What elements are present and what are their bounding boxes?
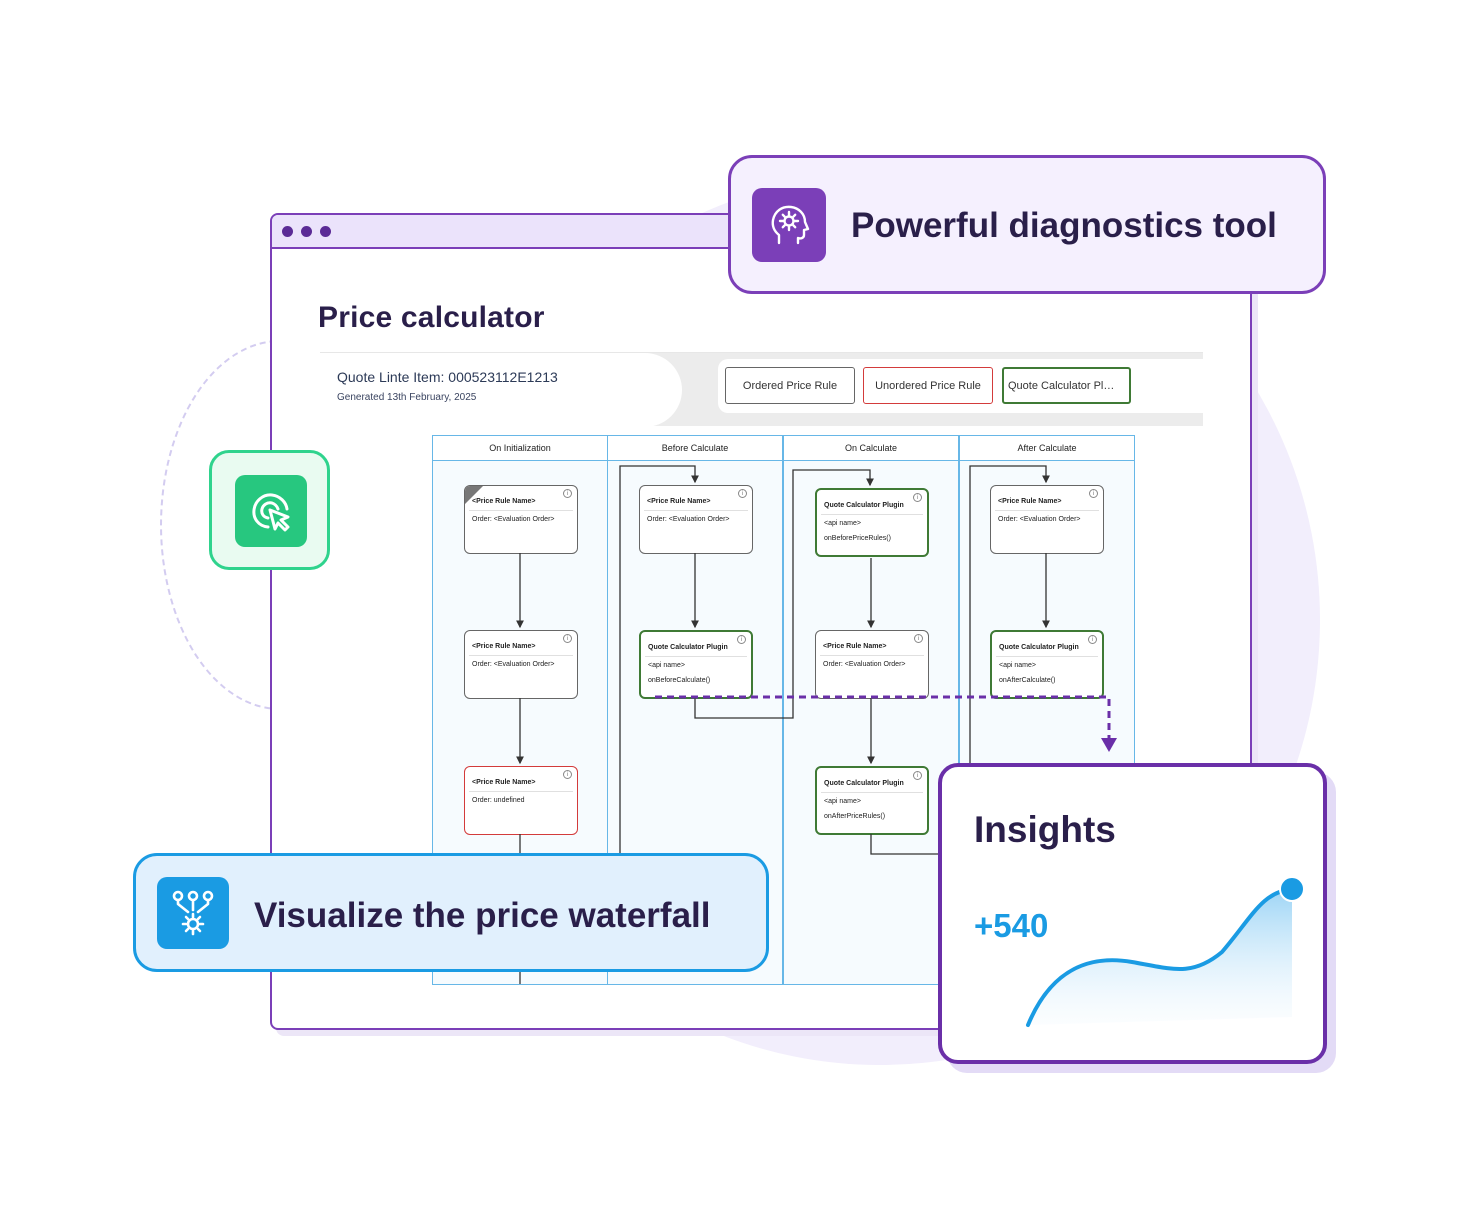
node-method: onBeforePriceRules() (824, 535, 891, 542)
node-divider (821, 792, 923, 793)
node-price-rule[interactable]: i <Price Rule Name> Order: <Evaluation O… (815, 630, 929, 699)
lane-header: Before Calculate (608, 436, 782, 461)
node-price-rule[interactable]: i <Price Rule Name> Order: <Evaluation O… (639, 485, 753, 554)
node-order: Order: <Evaluation Order> (472, 661, 555, 668)
node-title: Quote Calculator Plugin (824, 502, 904, 509)
node-method: onAfterPriceRules() (824, 813, 886, 820)
node-divider (996, 656, 1098, 657)
lane-header: After Calculate (960, 436, 1134, 461)
node-price-rule[interactable]: i <Price Rule Name> Order: <Evaluation O… (464, 630, 578, 699)
legend-ordered-price-rule[interactable]: Ordered Price Rule (725, 367, 855, 404)
legend-panel: Ordered Price Rule Unordered Price Rule … (718, 359, 1203, 413)
info-icon[interactable]: i (563, 770, 572, 779)
node-api-name: <api name> (824, 798, 861, 805)
info-icon[interactable]: i (1088, 635, 1097, 644)
node-divider (469, 791, 573, 792)
callout-diagnostics-label: Powerful diagnostics tool (851, 206, 1277, 245)
node-method: onAfterCalculate() (999, 677, 1056, 684)
node-quote-calculator-plugin[interactable]: i Quote Calculator Plugin <api name> onA… (990, 630, 1104, 699)
node-divider (645, 656, 747, 657)
node-divider (469, 655, 573, 656)
info-icon[interactable]: i (914, 634, 923, 643)
info-icon[interactable]: i (563, 489, 572, 498)
node-title: Quote Calculator Plugin (999, 644, 1079, 651)
node-quote-calculator-plugin[interactable]: i Quote Calculator Plugin <api name> onA… (815, 766, 929, 835)
sparkline-area (1028, 889, 1292, 1025)
sparkline-endpoint (1279, 876, 1305, 902)
node-divider (469, 510, 573, 511)
quote-generated-date: Generated 13th February, 2025 (337, 392, 477, 403)
quote-info: Quote Linte Item: 000523112E1213 Generat… (320, 353, 682, 427)
node-title: <Price Rule Name> (823, 643, 887, 650)
node-divider (995, 510, 1099, 511)
insights-card: Insights +540 (938, 763, 1327, 1064)
cursor-click-icon (235, 475, 307, 547)
node-api-name: <api name> (648, 662, 685, 669)
info-icon[interactable]: i (738, 489, 747, 498)
node-order: Order: <Evaluation Order> (823, 661, 906, 668)
node-title: <Price Rule Name> (647, 498, 711, 505)
node-order: Order: undefined (472, 797, 525, 804)
legend-unordered-price-rule[interactable]: Unordered Price Rule (863, 367, 993, 404)
info-icon[interactable]: i (913, 493, 922, 502)
head-gear-icon (752, 188, 826, 262)
node-price-rule[interactable]: i <Price Rule Name> Order: <Evaluation O… (990, 485, 1104, 554)
node-corner-marker (465, 486, 483, 504)
callout-visualize-label: Visualize the price waterfall (254, 896, 711, 935)
sparkline-line (1026, 887, 1294, 1027)
node-api-name: <api name> (824, 520, 861, 527)
page-title: Price calculator (318, 301, 545, 334)
lane-header: On Calculate (784, 436, 958, 461)
callout-visualize: Visualize the price waterfall (133, 853, 769, 972)
node-divider (644, 510, 748, 511)
node-quote-calculator-plugin[interactable]: i Quote Calculator Plugin <api name> onB… (639, 630, 753, 699)
legend-quote-calculator-plugin[interactable]: Quote Calculator Pl… (1002, 367, 1131, 404)
node-price-rule[interactable]: i <Price Rule Name> Order: <Evaluation O… (464, 485, 578, 554)
node-divider (820, 655, 924, 656)
node-unordered-price-rule[interactable]: i <Price Rule Name> Order: undefined (464, 766, 578, 835)
flow-gear-icon (157, 877, 229, 949)
lane-header: On Initialization (433, 436, 607, 461)
node-api-name: <api name> (999, 662, 1036, 669)
node-title: <Price Rule Name> (472, 643, 536, 650)
insights-title: Insights (974, 809, 1116, 850)
info-icon[interactable]: i (563, 634, 572, 643)
node-title: <Price Rule Name> (472, 498, 536, 505)
info-icon[interactable]: i (737, 635, 746, 644)
quote-header-bar: Quote Linte Item: 000523112E1213 Generat… (320, 352, 1203, 427)
node-method: onBeforeCalculate() (648, 677, 711, 684)
insights-value: +540 (974, 907, 1049, 944)
callout-diagnostics: Powerful diagnostics tool (728, 155, 1326, 294)
callout-click (209, 450, 330, 570)
node-title: Quote Calculator Plugin (824, 780, 904, 787)
info-icon[interactable]: i (913, 771, 922, 780)
window-dot-maximize[interactable] (320, 225, 331, 237)
info-icon[interactable]: i (1089, 489, 1098, 498)
node-title: <Price Rule Name> (472, 779, 536, 786)
node-order: Order: <Evaluation Order> (998, 516, 1081, 523)
node-divider (821, 514, 923, 515)
node-order: Order: <Evaluation Order> (647, 516, 730, 523)
quote-line-item: Quote Linte Item: 000523112E1213 (337, 369, 558, 385)
node-quote-calculator-plugin[interactable]: i Quote Calculator Plugin <api name> onB… (815, 488, 929, 557)
window-dot-minimize[interactable] (301, 225, 312, 237)
window-dot-close[interactable] (282, 225, 293, 237)
insights-sparkline (1026, 876, 1305, 1027)
node-title: Quote Calculator Plugin (648, 644, 728, 651)
node-order: Order: <Evaluation Order> (472, 516, 555, 523)
node-title: <Price Rule Name> (998, 498, 1062, 505)
